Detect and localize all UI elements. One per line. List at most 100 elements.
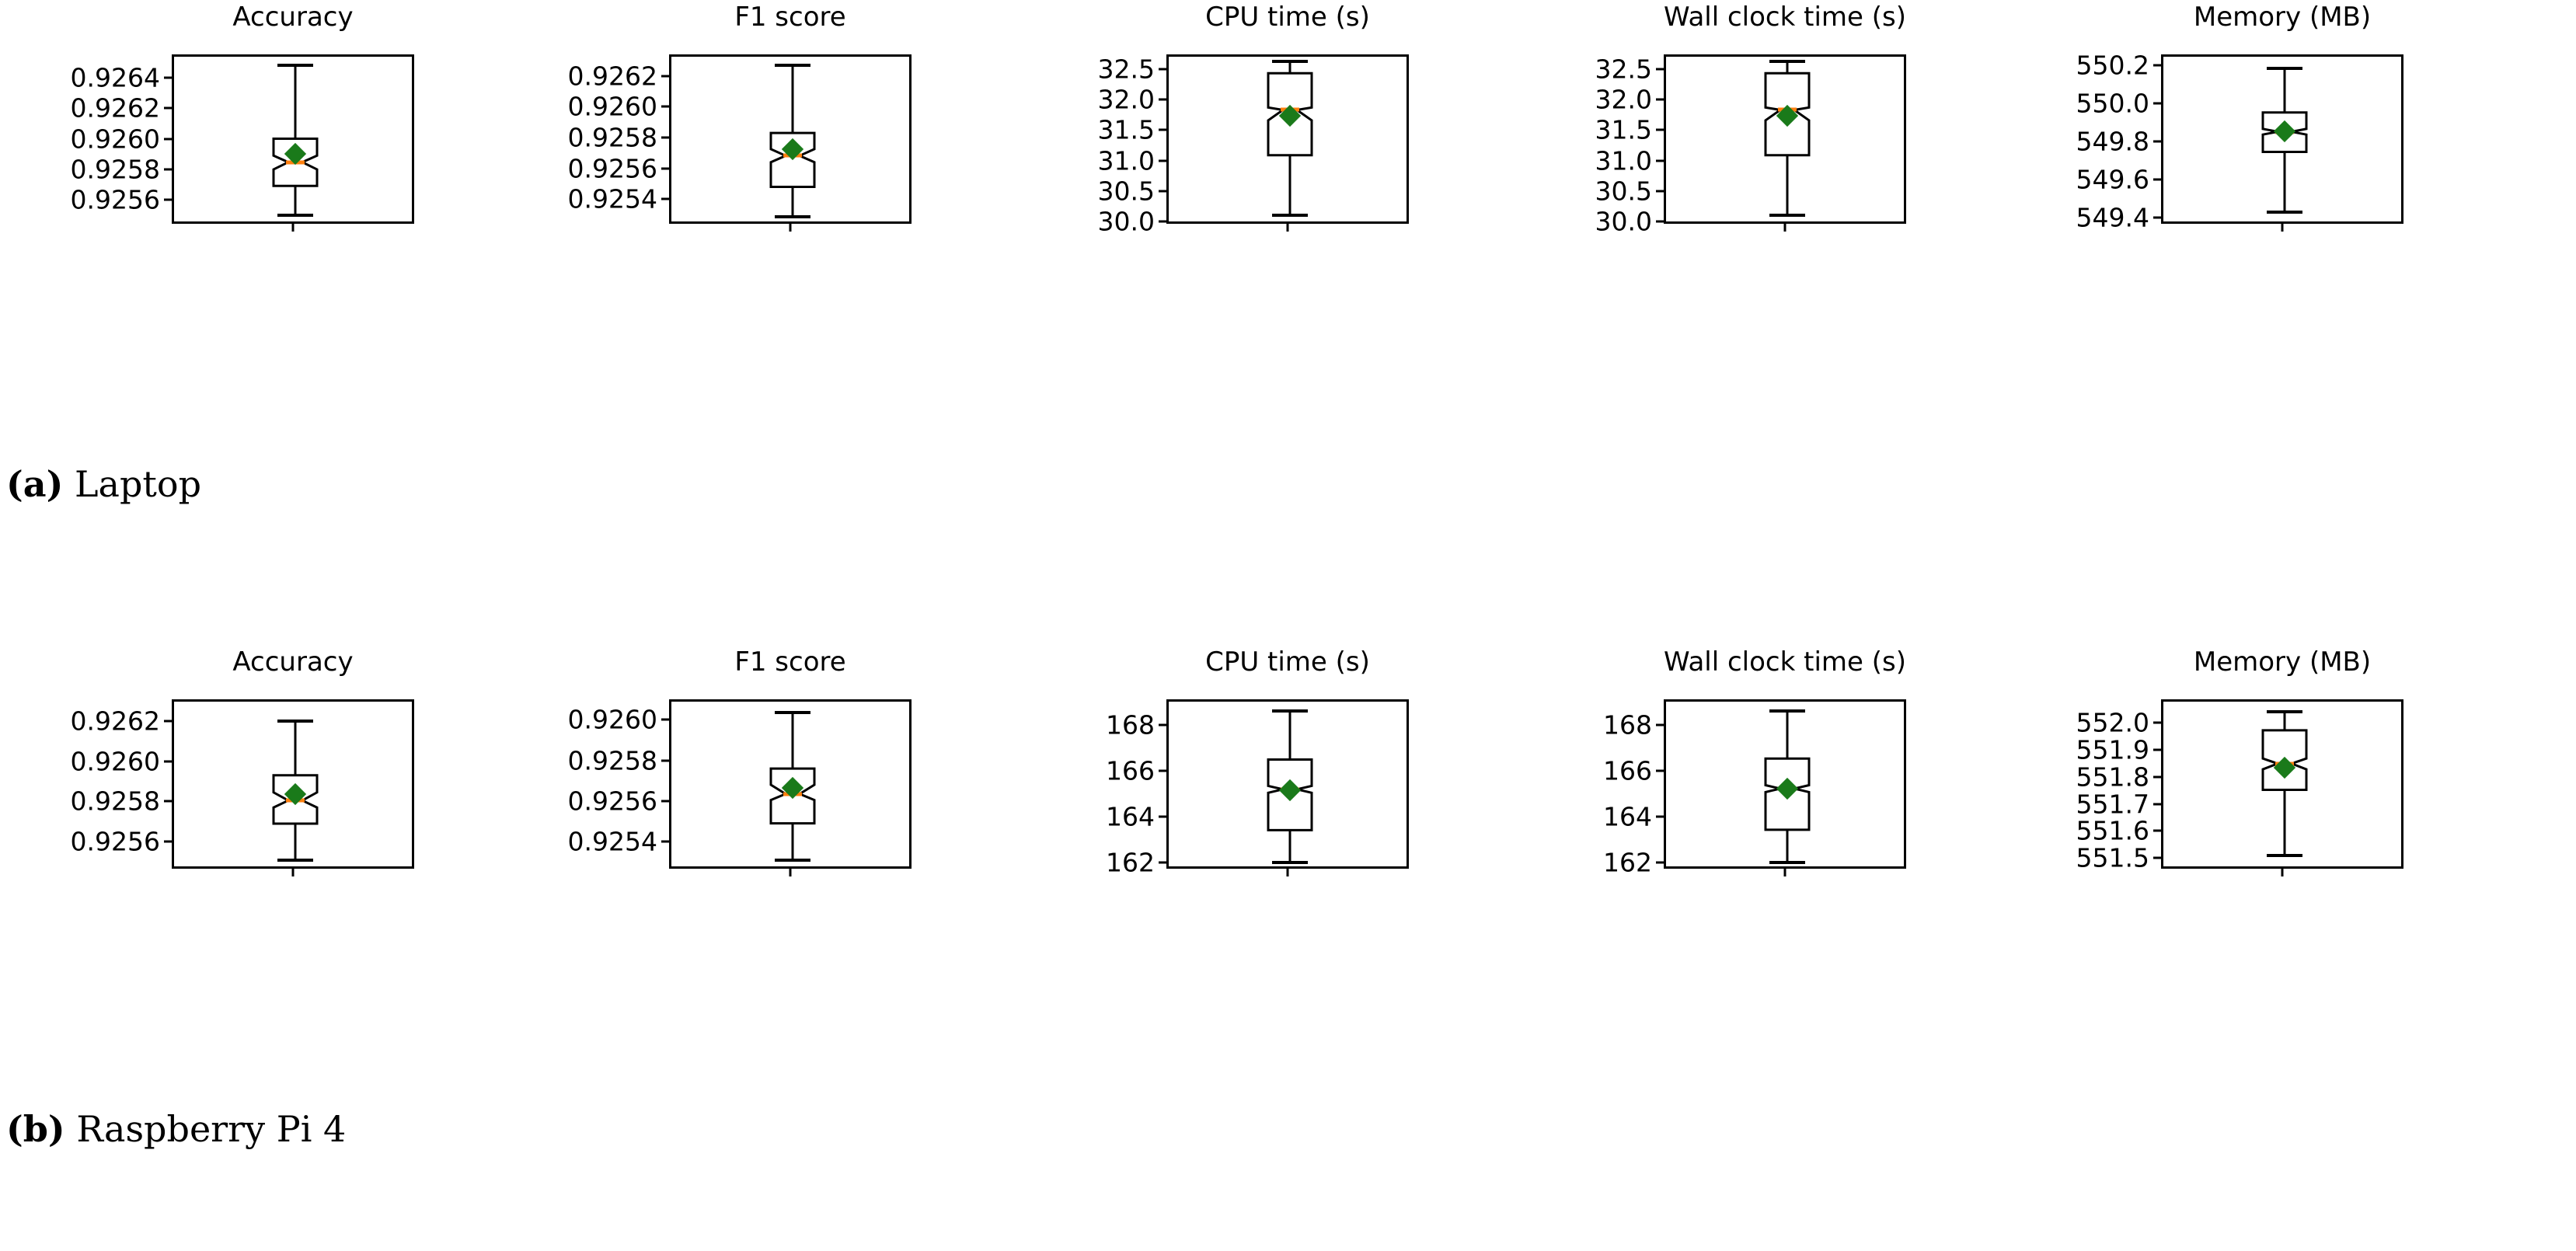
y-axis-tick-mark — [661, 167, 671, 170]
y-axis-tick-mark — [2153, 140, 2163, 143]
y-axis-tick-label: 32.5 — [1097, 54, 1155, 85]
whisker-upper — [294, 720, 297, 775]
y-axis-tick-label: 0.9264 — [70, 62, 160, 93]
whisker-cap-lower — [2267, 854, 2302, 858]
boxplot — [671, 57, 909, 221]
x-axis-tick-mark — [789, 866, 792, 876]
panel-title: Memory (MB) — [2193, 646, 2372, 678]
panel-title: Memory (MB) — [2193, 2, 2372, 33]
axes-frame: 168 166 164 162 — [1603, 699, 1906, 876]
y-axis-tick-mark — [1656, 68, 1666, 71]
y-axis-tick-label: 162 — [1106, 847, 1155, 878]
y-axis-tick-mark — [1159, 815, 1169, 818]
panel-title: Wall clock time (s) — [1664, 2, 1906, 33]
whisker-cap-lower — [1272, 213, 1308, 217]
y-axis-tick-label: 30.5 — [1097, 176, 1155, 207]
y-axis-tick-label: 31.5 — [1595, 114, 1652, 145]
boxplot — [1666, 57, 1904, 221]
y-axis-tick-label: 551.6 — [2076, 815, 2149, 846]
y-axis-tick-label: 32.5 — [1595, 54, 1652, 85]
y-axis-tick-label: 551.5 — [2076, 842, 2149, 873]
y-axis-tick-mark — [1159, 159, 1169, 162]
panel-title: Accuracy — [232, 2, 354, 33]
whisker-cap-lower — [277, 858, 313, 862]
boxplot — [1169, 57, 1407, 221]
y-axis-tick-mark — [164, 840, 174, 843]
y-axis-tick-label: 0.9258 — [70, 154, 160, 185]
y-axis-tick-label: 166 — [1603, 755, 1652, 786]
subfigure-caption-text: Raspberry Pi 4 — [64, 1108, 347, 1150]
whisker-cap-lower — [1272, 860, 1308, 864]
y-axis-tick-label: 32.0 — [1595, 84, 1652, 115]
x-axis-tick-mark — [1286, 221, 1289, 232]
y-axis-tick-mark — [164, 720, 174, 723]
whisker-cap-upper — [1272, 60, 1308, 64]
panel-title: Accuracy — [232, 646, 354, 678]
panel-title: CPU time (s) — [1205, 646, 1370, 678]
whisker-cap-lower — [2267, 210, 2302, 214]
panel-wall-clock-time-s: Wall clock time (s) 168 166 164 162 — [1508, 645, 1906, 1127]
x-axis-tick-mark — [291, 866, 295, 876]
whisker-cap-lower — [775, 858, 810, 862]
whisker-upper — [294, 64, 297, 139]
panel-title: F1 score — [734, 646, 846, 678]
y-axis-tick-label: 0.9260 — [567, 704, 657, 735]
y-axis-tick-label: 0.9256 — [567, 153, 657, 184]
y-axis-tick-label: 162 — [1603, 847, 1652, 878]
y-axis-tick-mark — [661, 718, 671, 721]
y-axis-tick-mark — [1656, 190, 1666, 193]
y-axis-tick-label: 0.9262 — [70, 92, 160, 124]
y-axis-tick-mark — [1656, 815, 1666, 818]
y-axis-tick-mark — [1159, 68, 1169, 71]
y-axis-tick-mark — [1159, 190, 1169, 193]
y-axis-tick-mark — [1656, 220, 1666, 223]
y-axis-tick-mark — [1656, 861, 1666, 864]
boxplot — [2163, 57, 2401, 221]
y-axis-tick-label: 0.9256 — [70, 184, 160, 215]
whisker-upper — [1288, 61, 1291, 74]
y-axis-tick-label: 550.2 — [2076, 50, 2149, 81]
y-axis-tick-label: 164 — [1603, 801, 1652, 832]
y-axis-tick-mark — [1159, 220, 1169, 223]
y-axis-tick-mark — [661, 197, 671, 200]
panel-title: Wall clock time (s) — [1664, 646, 1906, 678]
whisker-upper — [1786, 710, 1789, 759]
box-notched-outline — [2261, 729, 2308, 792]
y-axis-tick-label: 168 — [1106, 709, 1155, 740]
subfigure-caption: (a) Laptop — [6, 466, 201, 502]
y-axis-tick-label: 550.0 — [2076, 88, 2149, 119]
subfigure-caption-label: (b) — [6, 1108, 65, 1150]
whisker-cap-upper — [277, 719, 313, 723]
y-axis-tick-mark — [1159, 769, 1169, 772]
y-axis-tick-label: 164 — [1106, 801, 1155, 832]
y-axis-tick-mark — [1159, 723, 1169, 727]
whisker-lower — [2283, 789, 2286, 856]
y-axis-tick-mark — [661, 75, 671, 78]
subfigure-caption: (b) Raspberry Pi 4 — [6, 1111, 346, 1147]
y-axis-tick-mark — [2153, 803, 2163, 806]
x-axis-tick-mark — [2281, 221, 2284, 232]
whisker-lower — [2283, 152, 2286, 212]
y-axis-tick-mark — [1656, 98, 1666, 101]
boxplot — [1666, 702, 1904, 866]
whisker-lower — [1786, 155, 1789, 215]
y-axis-tick-mark — [164, 800, 174, 803]
whisker-lower — [1786, 829, 1789, 862]
whisker-cap-lower — [775, 215, 810, 219]
y-axis-tick-label: 551.9 — [2076, 734, 2149, 765]
y-axis-tick-mark — [164, 168, 174, 171]
panel-title: F1 score — [734, 2, 846, 33]
y-axis-tick-label: 549.6 — [2076, 164, 2149, 195]
y-axis-tick-label: 0.9262 — [70, 706, 160, 737]
y-axis-tick-mark — [2153, 775, 2163, 779]
y-axis-tick-label: 168 — [1603, 709, 1652, 740]
